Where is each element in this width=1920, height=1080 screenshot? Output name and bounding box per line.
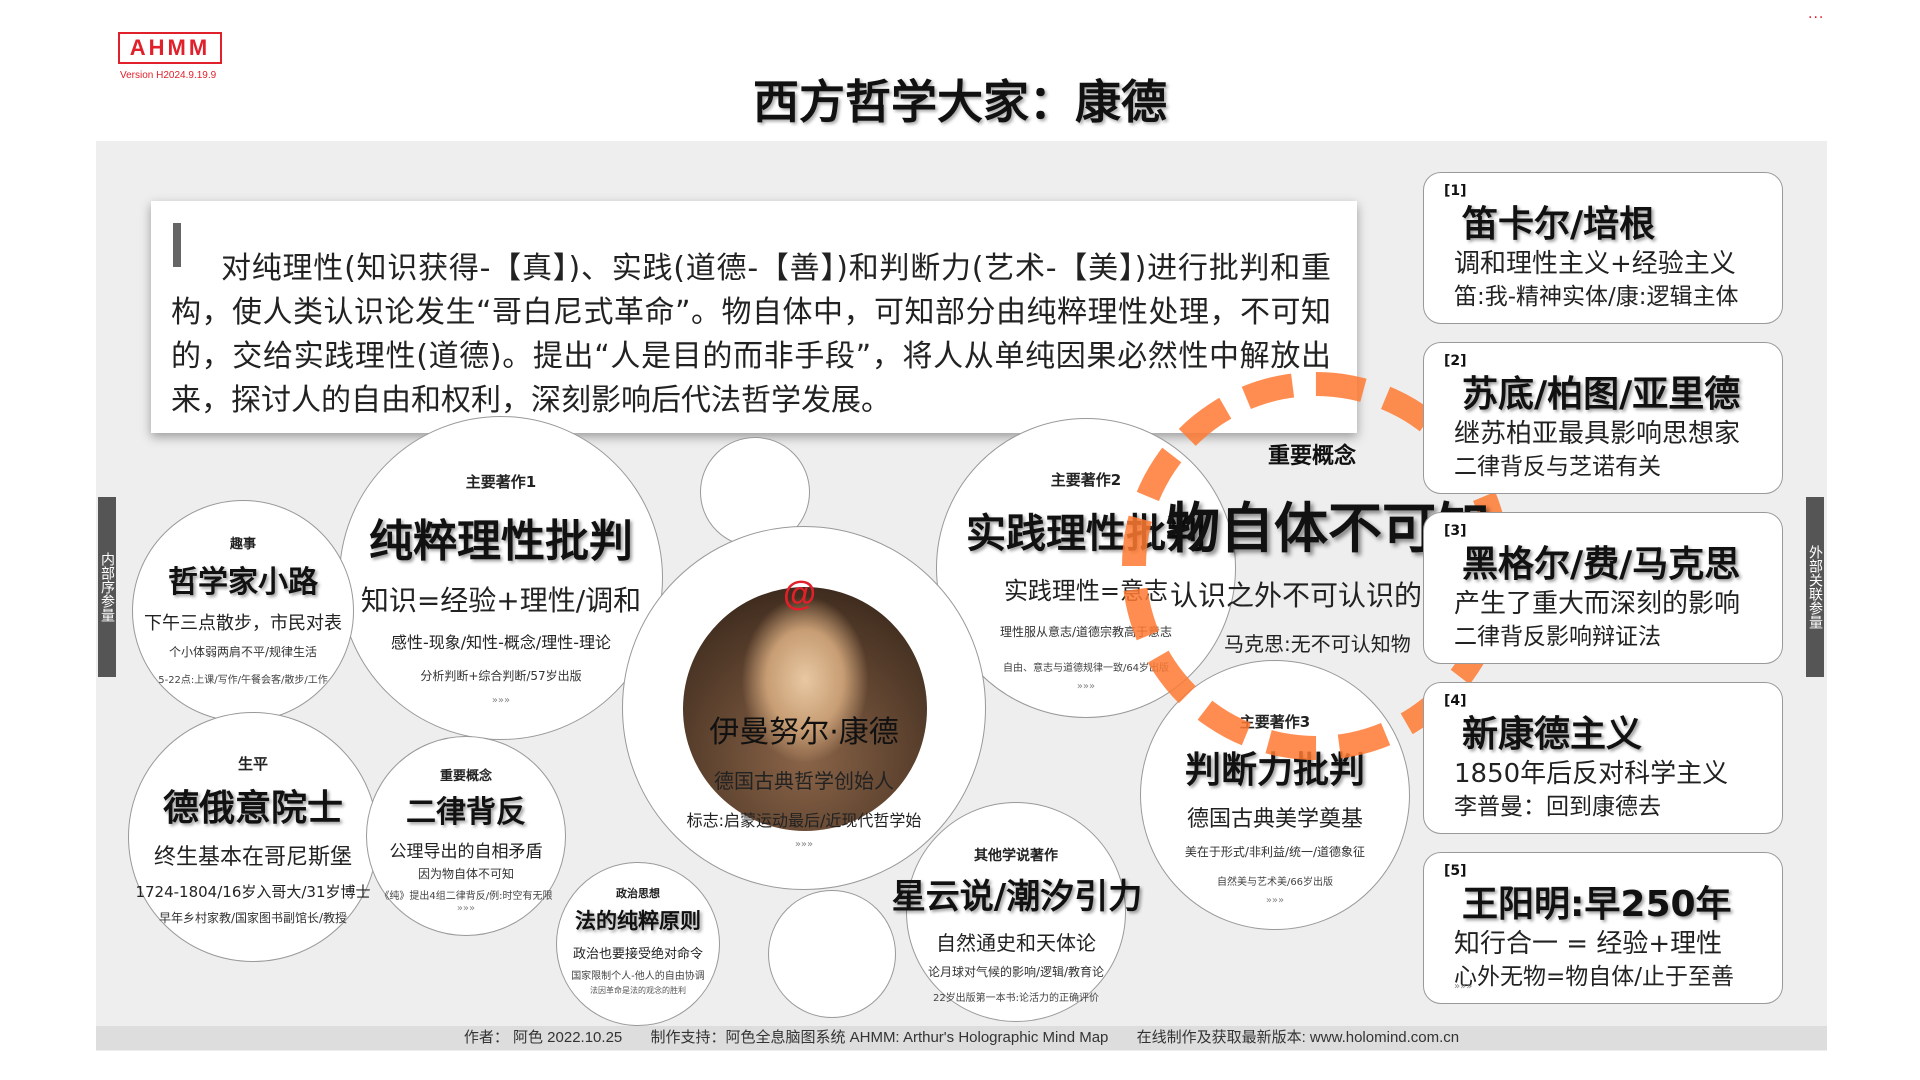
footer-bar: 作者： 阿色 2022.10.25 制作支持：阿色全息脑图系统 AHMM: Ar… <box>96 1026 1827 1050</box>
ahmm-logo: AHMM <box>118 32 222 64</box>
reference-card[interactable]: [5] 王阳明:早250年 知行合一 = 经验+理性 心外无物=物自体/止于至善… <box>1423 852 1783 1004</box>
bubble-fun-fact[interactable]: 趣事 哲学家小路 下午三点散步，市民对表 个小体弱两肩不平/规律生活 5-22点… <box>132 500 354 722</box>
footer-website-link[interactable]: 在线制作及获取最新版本: www.holomind.com.cn <box>1136 1029 1460 1046</box>
bubble-line-2: 22岁出版第一本书:论活力的正确评价 <box>932 993 1100 1004</box>
bubble-subtitle: 政治也要接受绝对命令 <box>572 947 703 962</box>
reference-card[interactable]: [2] 苏底/柏图/亚里德 继苏柏亚最具影响思想家 二律背反与芝诺有关 <box>1423 342 1783 494</box>
bubble-line-1: 1724-1804/16岁入哥大/31岁博士 <box>135 883 371 901</box>
card-line-2: 李普曼：回到康德去 <box>1454 794 1661 820</box>
footer-author: 作者： 阿色 2022.10.25 <box>463 1029 623 1046</box>
bubble-main-work-1[interactable]: 主要著作1 纯粹理性批判 知识=经验+理性/调和 感性-现象/知性-概念/理性-… <box>339 416 663 740</box>
more-indicator[interactable]: »»» <box>491 695 511 706</box>
bubble-line-1: 理性服从意志/道德宗教高于意志 <box>999 625 1173 639</box>
bubble-line-2: 《纯》提出4组二律背反/例:时空有无限 <box>379 891 553 902</box>
card-index: [1] <box>1444 183 1467 199</box>
right-side-tab[interactable]: 外部关联参量 <box>1806 497 1824 677</box>
bubble-antinomy[interactable]: 重要概念 二律背反 公理导出的自相矛盾 因为物自体不可知 《纯》提出4组二律背反… <box>366 736 566 936</box>
bubble-line-2: 早年乡村家教/国家图书副馆长/教授 <box>158 911 348 925</box>
card-index: [2] <box>1444 353 1467 369</box>
card-title: 新康德主义 <box>1462 714 1643 755</box>
link-icon[interactable]: @ <box>783 575 817 613</box>
center-name: 伊曼努尔·康德 <box>709 715 899 750</box>
bubble-subtitle: 自然通史和天体论 <box>936 931 1096 955</box>
kant-portrait <box>683 587 927 831</box>
card-line-1: 继苏柏亚最具影响思想家 <box>1454 419 1741 449</box>
summary-text: 对纯理性(知识获得-【真】)、实践(道德-【善】)和判断力(艺术-【美】)进行批… <box>171 251 1331 418</box>
card-index: [3] <box>1444 523 1467 539</box>
summary-panel: 对纯理性(知识获得-【真】)、实践(道德-【善】)和判断力(艺术-【美】)进行批… <box>151 201 1357 433</box>
card-title: 王阳明:早250年 <box>1462 884 1732 925</box>
bubble-subtitle: 德国古典美学奠基 <box>1186 807 1363 832</box>
more-indicator[interactable]: »»» <box>794 839 814 850</box>
more-menu-icon[interactable]: ... <box>1808 6 1825 22</box>
left-side-tab[interactable]: 内部序参量 <box>98 497 116 677</box>
quote-bar <box>173 223 181 267</box>
popup-category: 重要概念 <box>1268 444 1357 469</box>
bubble-subtitle: 知识=经验+理性/调和 <box>360 584 642 617</box>
card-line-2: 二律背反影响辩证法 <box>1454 624 1661 650</box>
bubble-political-thought[interactable]: 政治思想 法的纯粹原则 政治也要接受绝对命令 国家限制个人-他人的自由协调 法因… <box>556 862 720 1026</box>
popup-note: 马克思:无不可认知物 <box>1224 632 1411 656</box>
bubble-line-1: 美在于形式/非利益/统一/道德象征 <box>1184 845 1366 859</box>
bubble-line-1: 感性-现象/知性-概念/理性-理论 <box>390 633 612 652</box>
bubble-subtitle: 下午三点散步，市民对表 <box>144 613 342 634</box>
bubble-kant-center[interactable]: @ 伊曼努尔·康德 德国古典哲学创始人 标志:启蒙运动最后/近现代哲学始 »»» <box>622 526 986 890</box>
footer-support: 制作支持：阿色全息脑图系统 AHMM: Arthur's Holographic… <box>650 1029 1109 1046</box>
category-label: 生平 <box>237 755 268 773</box>
version-label: Version H2024.9.19.9 <box>120 70 217 81</box>
reference-card[interactable]: [4] 新康德主义 1850年后反对科学主义 李普曼：回到康德去 <box>1423 682 1783 834</box>
card-index: [4] <box>1444 693 1467 709</box>
bubble-line-2: 5-22点:上课/写作/午餐会客/散步/工作 <box>158 675 328 686</box>
reference-card[interactable]: [3] 黑格尔/费/马克思 产生了重大而深刻的影响 二律背反影响辩证法 <box>1423 512 1783 664</box>
card-line-1: 产生了重大而深刻的影响 <box>1454 589 1741 619</box>
center-note: 标志:启蒙运动最后/近现代哲学始 <box>686 811 922 830</box>
bubble-subtitle: 公理导出的自相矛盾 <box>389 842 543 862</box>
card-title: 黑格尔/费/马克思 <box>1462 544 1741 585</box>
bubble-line-1: 因为物自体不可知 <box>417 867 514 881</box>
bubble-title: 二律背反 <box>406 795 526 830</box>
bubble-title: 哲学家小路 <box>168 565 318 600</box>
card-line-2: 笛:我-精神实体/康:逻辑主体 <box>1454 284 1739 310</box>
more-indicator[interactable]: »»» <box>456 903 476 914</box>
category-label: 其他学说著作 <box>974 848 1058 864</box>
bubble-title: 纯粹理性批判 <box>369 516 633 567</box>
category-label: 政治思想 <box>616 887 660 900</box>
bubble-line-2: 自由、意志与道德规律一致/64岁出版 <box>1002 663 1170 674</box>
bubble-title: 星云说/潮汐引力 <box>891 877 1143 917</box>
category-label: 主要著作2 <box>1050 471 1122 489</box>
reference-card[interactable]: [1] 笛卡尔/培根 调和理性主义+经验主义 笛:我-精神实体/康:逻辑主体 <box>1423 172 1783 324</box>
card-index: [5] <box>1444 863 1467 879</box>
card-title: 笛卡尔/培根 <box>1462 204 1656 245</box>
bubble-subtitle: 终生基本在哥尼斯堡 <box>153 845 352 870</box>
more-indicator[interactable]: »»» <box>1265 895 1285 906</box>
card-line-2: 心外无物=物自体/止于至善 <box>1454 964 1735 990</box>
card-title: 苏底/柏图/亚里德 <box>1462 374 1741 415</box>
more-indicator[interactable]: »»» <box>1076 681 1096 692</box>
category-label: 趣事 <box>229 537 256 552</box>
card-line-1: 调和理性主义+经验主义 <box>1454 249 1736 279</box>
category-label: 重要概念 <box>439 769 492 784</box>
center-role: 德国古典哲学创始人 <box>714 769 894 793</box>
category-label: 主要著作1 <box>465 473 537 491</box>
bubble-life[interactable]: 生平 德俄意院士 终生基本在哥尼斯堡 1724-1804/16岁入哥大/31岁博… <box>128 712 378 962</box>
card-line-1: 知行合一 = 经验+理性 <box>1454 929 1723 959</box>
empty-bubble <box>768 890 896 1018</box>
bubble-line-1: 国家限制个人-他人的自由协调 <box>571 971 705 982</box>
bubble-line-2: 分析判断+综合判断/57岁出版 <box>420 669 582 683</box>
bubble-title: 德俄意院士 <box>162 788 343 829</box>
bubble-title: 法的纯粹原则 <box>575 909 701 933</box>
more-indicator[interactable]: »»» <box>1454 981 1473 992</box>
page-title: 西方哲学大家：康德 <box>753 75 1167 129</box>
bubble-other-works[interactable]: 其他学说著作 星云说/潮汐引力 自然通史和天体论 论月球对气候的影响/逻辑/教育… <box>892 802 1142 1022</box>
bubble-line-1: 个小体弱两肩不平/规律生活 <box>168 645 318 659</box>
card-line-2: 二律背反与芝诺有关 <box>1454 454 1661 480</box>
card-line-1: 1850年后反对科学主义 <box>1454 759 1729 789</box>
bubble-line-2: 法因革命是法的观念的胜利 <box>590 986 686 995</box>
bubble-line-2: 自然美与艺术美/66岁出版 <box>1216 877 1334 888</box>
bubble-line-1: 论月球对气候的影响/逻辑/教育论 <box>927 965 1105 979</box>
